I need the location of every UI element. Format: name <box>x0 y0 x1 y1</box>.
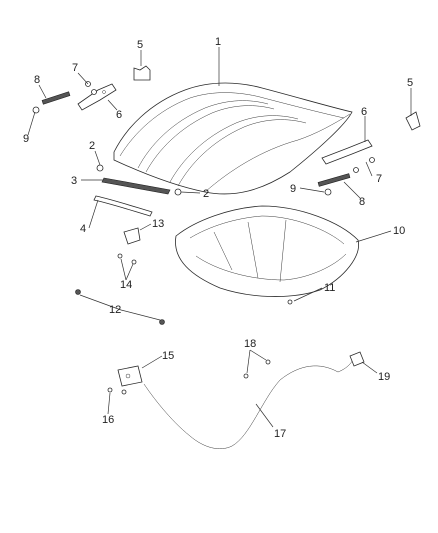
callout-19: 19 <box>378 371 390 383</box>
callout-labels: 1 2 2 3 4 5 5 6 6 7 7 8 8 9 9 10 11 12 1… <box>23 36 413 440</box>
callout-10: 10 <box>393 225 405 237</box>
callout-5-left: 5 <box>137 39 143 51</box>
hood-latch <box>107 365 143 395</box>
fasteners <box>32 81 375 196</box>
gas-strut-left <box>41 91 71 105</box>
callout-16: 16 <box>102 414 114 426</box>
callout-14: 14 <box>120 279 132 291</box>
callout-7-right: 7 <box>376 173 382 185</box>
callout-12: 12 <box>109 304 121 316</box>
callout-2-right: 2 <box>203 188 209 200</box>
cable-clips <box>243 359 271 379</box>
callout-7-left: 7 <box>72 62 78 74</box>
callout-11: 11 <box>324 282 335 294</box>
callout-13: 13 <box>152 218 164 230</box>
callout-8-right: 8 <box>359 196 365 208</box>
callout-2-left: 2 <box>89 140 95 152</box>
bumper-stops <box>75 289 293 325</box>
callout-1: 1 <box>215 36 221 48</box>
hood-seal <box>101 177 171 195</box>
hood-insulator <box>175 205 359 297</box>
gas-strut-right <box>317 173 351 187</box>
release-handle <box>349 351 365 367</box>
callout-17: 17 <box>274 428 286 440</box>
callout-9-right: 9 <box>290 183 296 195</box>
release-cable <box>143 357 355 449</box>
hood-hinge-left <box>77 83 117 111</box>
hood-panel <box>113 82 353 195</box>
callout-18: 18 <box>244 338 256 350</box>
leader-lines <box>27 47 412 428</box>
callout-8-left: 8 <box>34 74 40 86</box>
callout-4: 4 <box>80 223 86 235</box>
callout-9-left: 9 <box>23 133 29 145</box>
hood-hinge-right <box>321 139 373 165</box>
callout-6-left: 6 <box>116 109 122 121</box>
callout-15: 15 <box>162 350 174 362</box>
callout-3: 3 <box>71 175 77 187</box>
callout-6-right: 6 <box>361 106 367 118</box>
callout-5-right: 5 <box>407 77 413 89</box>
latch-bracket <box>117 227 141 265</box>
bracket-left <box>133 65 151 81</box>
hood-trim-strip <box>93 195 153 217</box>
bracket-right <box>405 111 421 131</box>
